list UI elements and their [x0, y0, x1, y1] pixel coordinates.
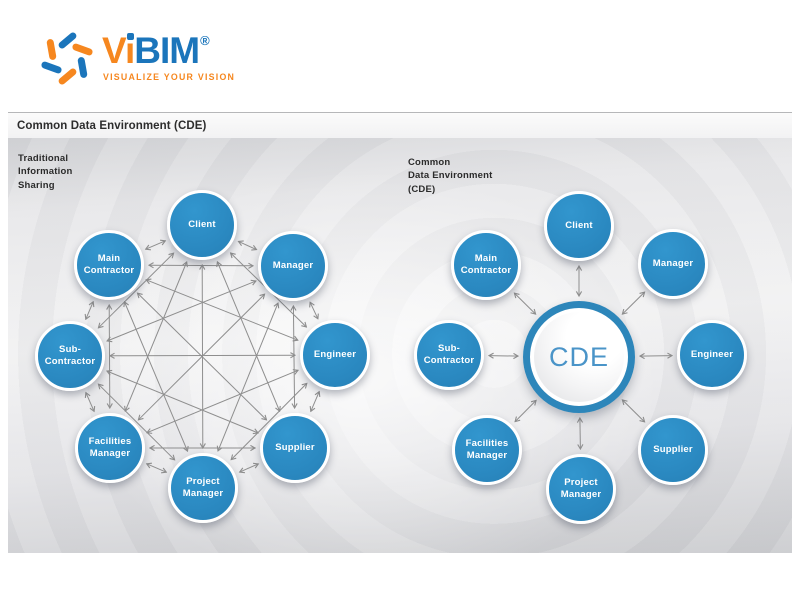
section-header-bar: Common Data Environment (CDE) — [8, 112, 792, 138]
connection-arrow — [622, 292, 644, 314]
connection-arrow — [239, 241, 257, 249]
logo-bar — [71, 42, 94, 56]
connection-arrow — [489, 356, 518, 357]
connection-arrow — [310, 302, 318, 319]
wordmark-bim: BIM — [134, 30, 200, 71]
connection-arrow — [109, 305, 110, 408]
node-label: Manager — [652, 258, 694, 270]
title-line: Information — [18, 166, 73, 178]
connection-arrow — [311, 392, 319, 412]
node-label: Sub-Contractor — [44, 344, 96, 367]
left-diagram-title: Traditional Information Sharing — [18, 152, 72, 192]
diagram-panel: Traditional Information Sharing Common D… — [8, 138, 792, 553]
node-label: Supplier — [653, 444, 693, 456]
node-label: Sub-Contractor — [423, 343, 475, 366]
connection-arrow — [202, 265, 203, 448]
wordmark-i: i — [125, 30, 135, 71]
vibim-logo-icon — [40, 28, 94, 88]
node-manager: Manager — [258, 231, 328, 301]
connection-arrow — [146, 241, 166, 249]
node-supplier: Supplier — [260, 413, 330, 483]
wordmark-i-dot — [126, 32, 134, 40]
node-label: Manager — [272, 260, 314, 272]
connection-arrow — [622, 400, 644, 422]
connection-arrow — [110, 355, 295, 356]
wordmark-v: V — [102, 30, 126, 71]
connection-arrow — [86, 393, 94, 412]
node-label: Supplier — [275, 442, 315, 454]
node-sub-contractor: Sub-Contractor — [35, 321, 105, 391]
node-manager: Manager — [638, 229, 708, 299]
connection-arrow — [293, 306, 294, 408]
title-line: Sharing — [18, 179, 55, 191]
cde-hub-label: CDE — [548, 341, 609, 372]
connection-arrow — [86, 302, 93, 319]
node-label: Client — [188, 219, 216, 231]
connection-arrows-layer — [8, 138, 792, 553]
section-title: Common Data Environment (CDE) — [17, 119, 207, 132]
title-line: (CDE) — [408, 183, 436, 195]
node-supplier: Supplier — [638, 415, 708, 485]
logo-bar — [46, 38, 57, 60]
node-client: Client — [167, 190, 237, 260]
logo-tagline: VISUALIZE YOUR VISION — [103, 72, 236, 82]
registered-trademark-symbol: ® — [200, 33, 210, 48]
node-label: Engineer — [313, 349, 357, 361]
title-line: Common — [408, 157, 451, 168]
connection-arrow — [138, 294, 264, 420]
node-engineer: Engineer — [677, 320, 747, 390]
node-label: Client — [565, 220, 593, 232]
logo-bar — [40, 60, 63, 74]
connection-arrow — [515, 400, 536, 421]
connection-arrow — [580, 418, 581, 449]
right-diagram-title: Common Data Environment (CDE) — [408, 156, 493, 196]
node-engineer: Engineer — [300, 320, 370, 390]
connection-arrow — [149, 265, 253, 266]
node-label: Engineer — [690, 349, 734, 361]
title-line: Traditional — [18, 153, 69, 164]
node-client: Client — [544, 191, 614, 261]
cde-hub: CDE — [523, 301, 635, 413]
node-sub-contractor: Sub-Contractor — [414, 320, 484, 390]
title-line: Data Environment — [408, 170, 493, 182]
logo-bar — [77, 56, 88, 78]
connection-arrow — [147, 464, 167, 472]
connection-arrow — [138, 293, 267, 420]
connection-arrow — [640, 356, 672, 357]
connection-arrow — [240, 464, 259, 472]
connection-arrow — [514, 293, 535, 314]
